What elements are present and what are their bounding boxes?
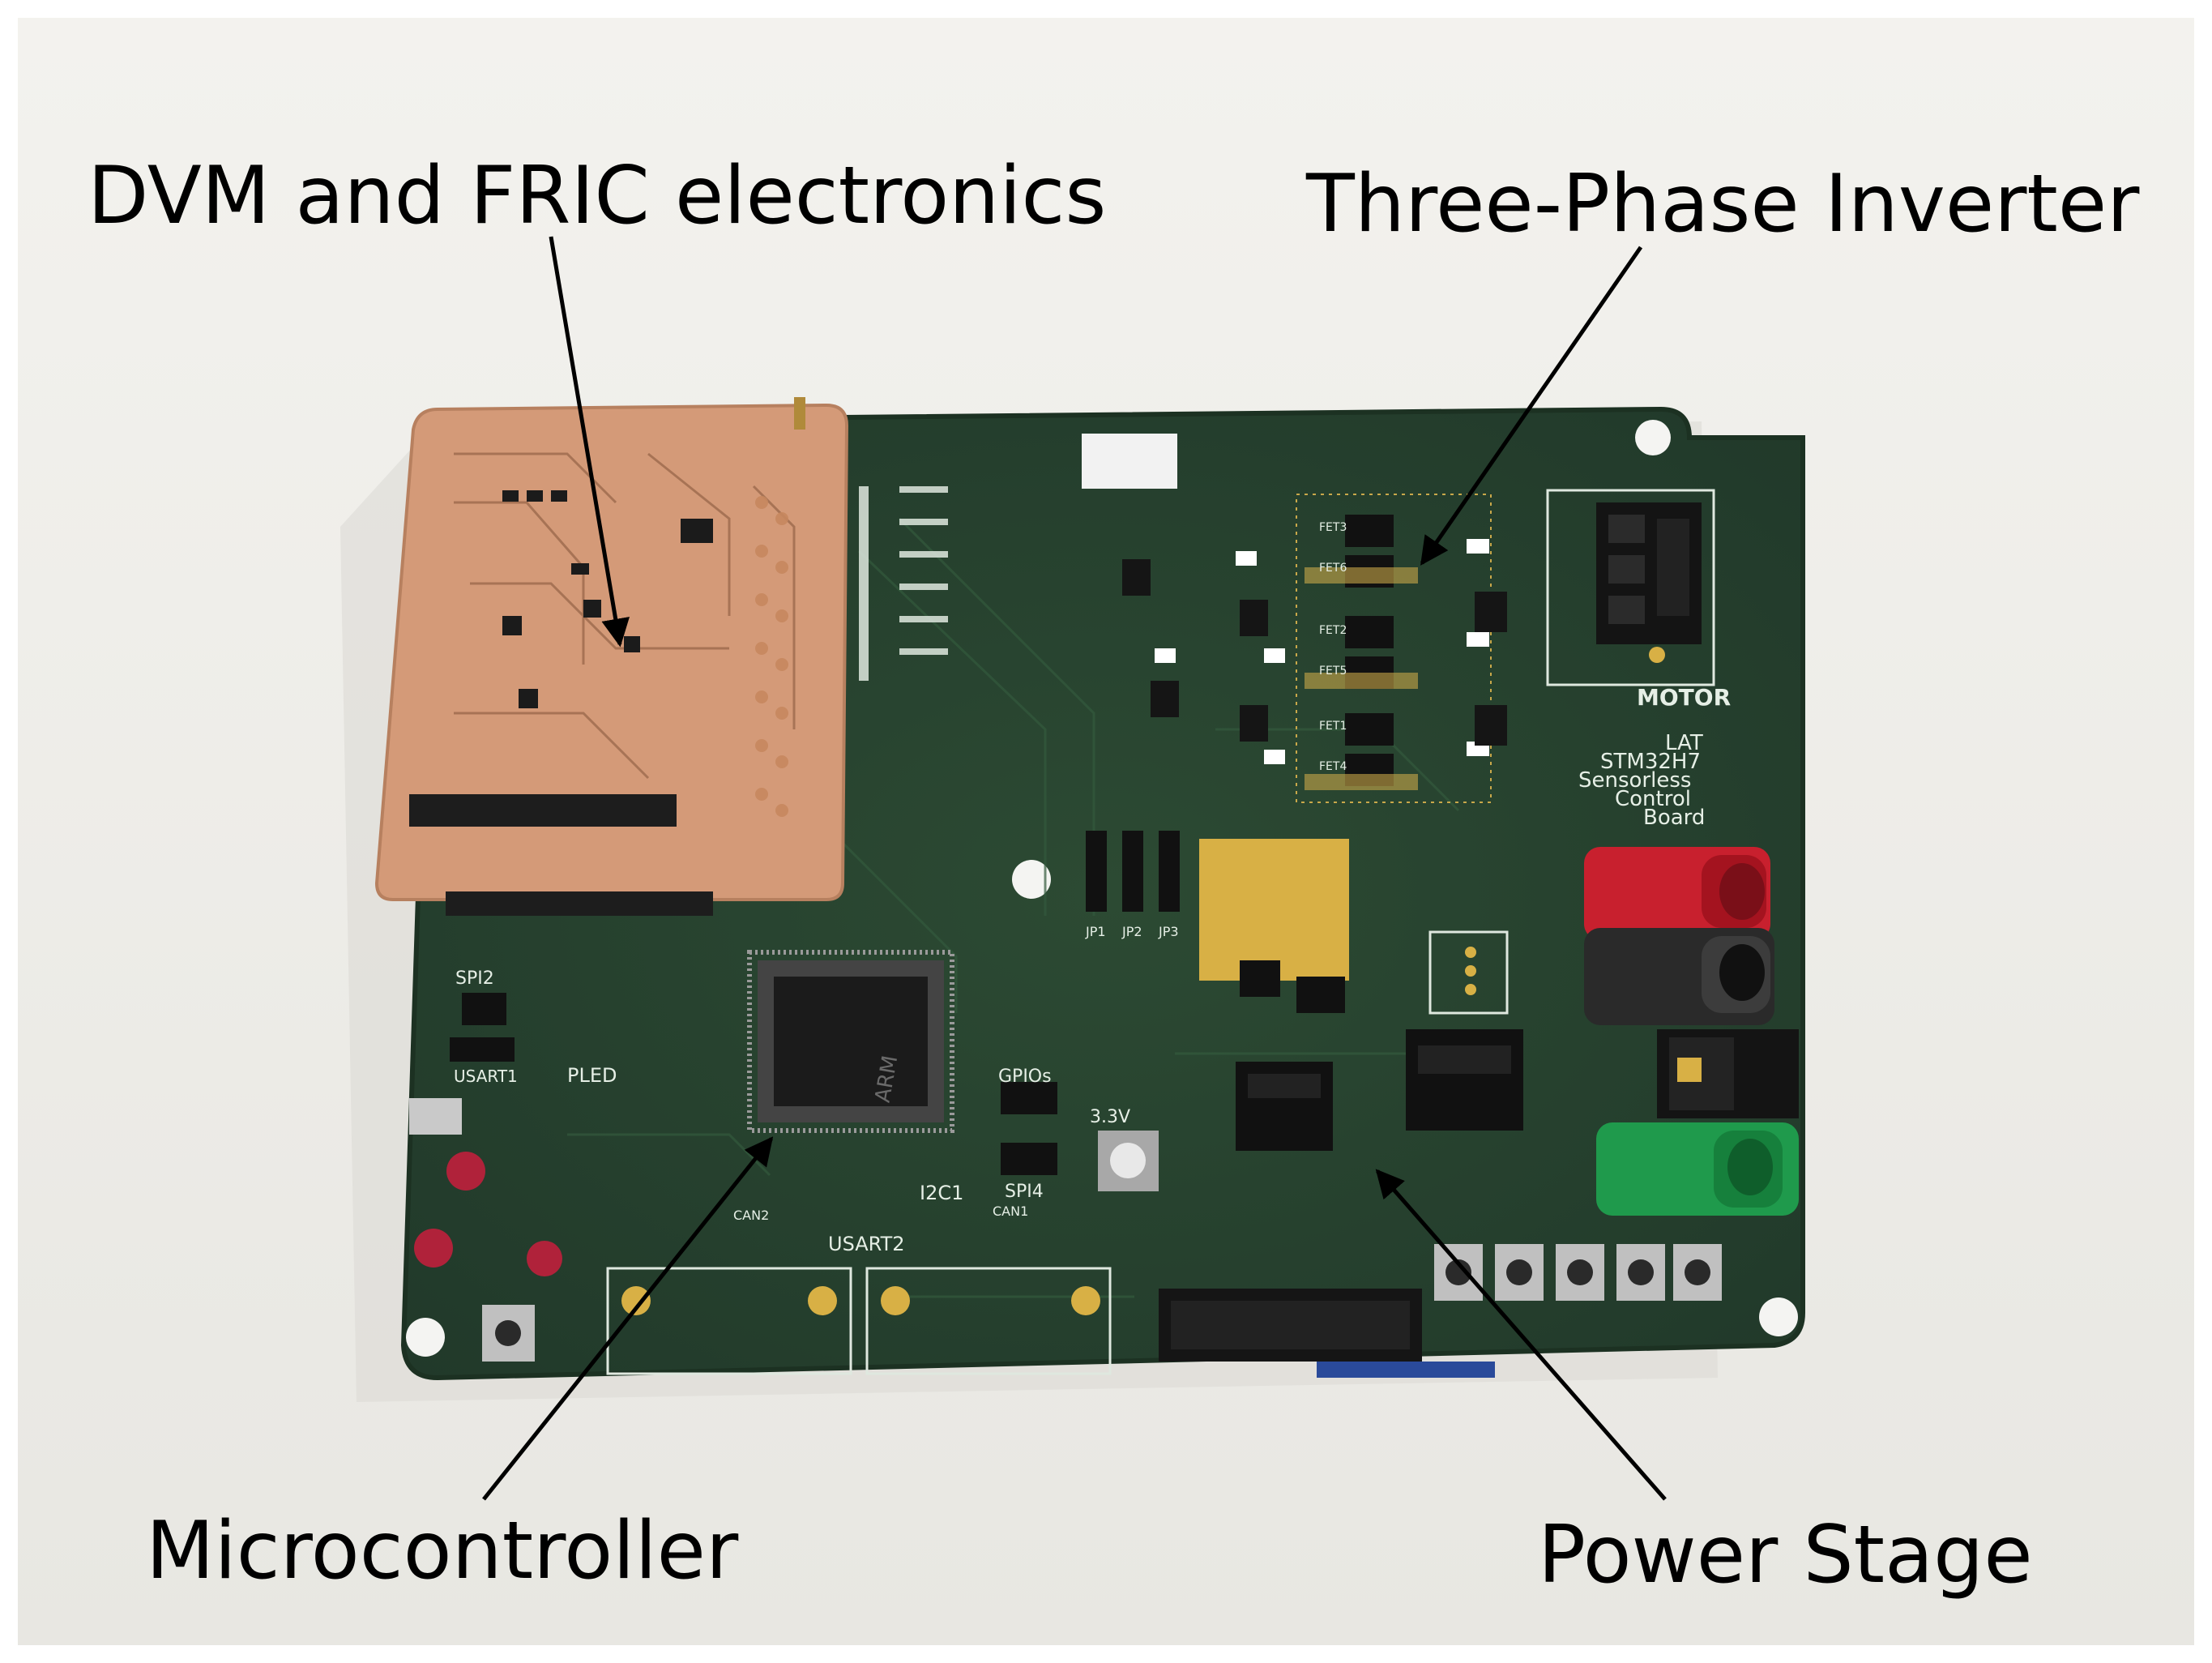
silkscreen-labels: [859, 486, 948, 681]
label-fet2: FET2: [1319, 624, 1347, 637]
label-usart1: USART1: [454, 1067, 518, 1086]
spi2-header: [462, 993, 506, 1025]
pad-regulator: [1240, 960, 1280, 997]
label-title-1: LAT: [1665, 731, 1703, 755]
dcdc-outline: [1428, 930, 1509, 1015]
label-motor: MOTOR: [1637, 684, 1731, 711]
standoff-bottom-right: [1759, 1297, 1798, 1336]
green-terminal: [1596, 1122, 1799, 1216]
arrow-dvm-fric: [549, 236, 630, 648]
label-fet6: FET6: [1319, 562, 1347, 575]
arrow-microcontroller: [482, 1136, 774, 1501]
gpio-header-pins: [1001, 1082, 1057, 1175]
motor-connector: [1546, 489, 1715, 686]
electrolytic-caps: [414, 1152, 562, 1276]
label-pled: PLED: [567, 1064, 617, 1087]
label-spi4: SPI4: [1005, 1182, 1044, 1202]
dcdc-pin: [1465, 965, 1476, 977]
label-spi2: SPI2: [455, 968, 494, 989]
power-stage-inductors: [1236, 977, 1523, 1151]
gate-driver-ics: [1122, 559, 1507, 746]
label-jp1: JP1: [1085, 924, 1106, 939]
usart1-header: [450, 1037, 515, 1062]
standoff-mid: [1012, 860, 1051, 899]
dcdc-pin: [1465, 984, 1476, 995]
label-can1: CAN1: [993, 1203, 1028, 1219]
potentiometer: [1098, 1131, 1159, 1191]
red-terminal: [1584, 847, 1770, 940]
pushbuttons-row: [1434, 1244, 1722, 1301]
label-fet5: FET5: [1319, 665, 1347, 678]
daughterboard-header: [409, 794, 677, 827]
label-fet1: FET1: [1319, 720, 1347, 733]
standoff-top-right: [1635, 420, 1671, 455]
label-jp2: JP2: [1121, 924, 1142, 939]
standoff-bottom-left: [406, 1318, 445, 1357]
callout-arrows: [482, 236, 1667, 1501]
label-i2c1: I2C1: [920, 1182, 963, 1204]
label-title-4: Control: [1615, 787, 1691, 811]
label-usart2: USART2: [828, 1233, 905, 1255]
barrel-jack: [1657, 1029, 1799, 1118]
label-fet3: FET3: [1319, 521, 1347, 534]
usb-connector: [409, 1098, 462, 1135]
jumper-headers: [1086, 831, 1180, 912]
ribbon-header: [1159, 1289, 1495, 1378]
microcontroller-chip: [747, 950, 954, 1133]
inverter-fet-array: [1296, 494, 1492, 803]
label-title-2: STM32H7: [1600, 750, 1701, 774]
dcdc-pin: [1465, 947, 1476, 958]
callout-power-stage: Power Stage: [1538, 1509, 2033, 1601]
white-sticker: [1082, 434, 1177, 489]
label-3v3: 3.3V: [1090, 1107, 1130, 1127]
label-title-5: Board: [1643, 806, 1705, 830]
arrow-power-stage: [1375, 1169, 1667, 1501]
label-can2: CAN2: [733, 1208, 769, 1223]
daughterboard-bottom-header: [446, 891, 713, 916]
callout-microcontroller: Microcontroller: [146, 1505, 739, 1597]
black-terminal: [1584, 928, 1774, 1025]
label-jp3: JP3: [1158, 924, 1179, 939]
reset-button-cap: [495, 1320, 521, 1346]
callout-dvm-fric: DVM and FRIC electronics: [88, 150, 1107, 242]
label-title-3: Sensorless: [1578, 768, 1691, 793]
label-fet4: FET4: [1319, 760, 1347, 773]
arrow-inverter: [1420, 246, 1643, 566]
board-silkscreen-text: MOTOR LAT STM32H7 Sensorless Control Boa…: [454, 521, 1731, 1255]
label-gpios: GPIOs: [998, 1067, 1052, 1087]
copper-daughterboard: [374, 397, 849, 916]
gold-heatsink-pad: [1199, 839, 1349, 981]
callout-inverter: Three-Phase Inverter: [1306, 158, 2140, 250]
db9-footprints: [606, 1267, 1112, 1375]
